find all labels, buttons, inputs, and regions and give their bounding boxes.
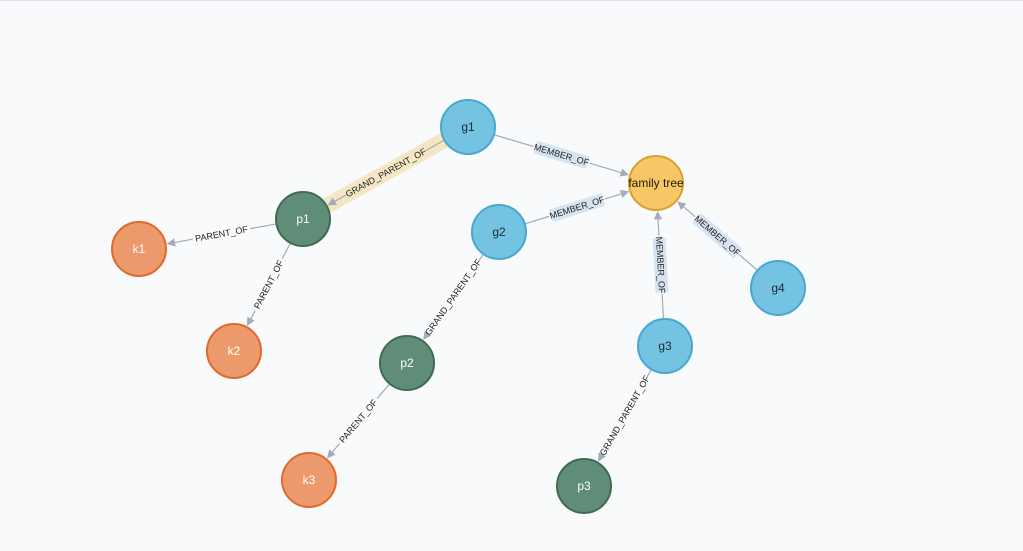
edge-line-end bbox=[677, 201, 696, 218]
edge-label-group: PARENT_OF bbox=[252, 258, 286, 310]
edge-p1-k2[interactable]: PARENT_OF bbox=[246, 243, 291, 327]
edge-label: PARENT_OF bbox=[337, 397, 379, 445]
node-p3[interactable]: p3 bbox=[556, 458, 612, 514]
edge-label-background bbox=[652, 237, 669, 293]
node-circle[interactable] bbox=[440, 99, 496, 155]
node-k1[interactable]: k1 bbox=[111, 221, 167, 277]
edge-label: GRAND_PARENT_OF bbox=[598, 373, 652, 457]
edge-g3-family[interactable]: MEMBER_OF bbox=[652, 211, 669, 319]
edge-label-group: PARENT_OF bbox=[337, 397, 379, 445]
edge-label-group: GRAND_PARENT_OF bbox=[423, 257, 484, 338]
edge-label-background bbox=[533, 141, 590, 169]
edge-label-group: MEMBER_OF bbox=[548, 193, 606, 222]
edge-label: PARENT_OF bbox=[194, 224, 249, 244]
node-circle[interactable] bbox=[637, 318, 693, 374]
edge-label: MEMBER_OF bbox=[693, 213, 743, 258]
edge-line-start bbox=[281, 243, 291, 259]
edge-p1-k1[interactable]: PARENT_OF bbox=[166, 223, 276, 247]
edge-line-end bbox=[423, 330, 432, 340]
node-family[interactable]: family tree bbox=[628, 155, 684, 211]
node-g3[interactable]: g3 bbox=[637, 318, 693, 374]
edge-line-start bbox=[661, 294, 665, 319]
node-circle[interactable] bbox=[556, 458, 612, 514]
edge-line-start bbox=[376, 384, 390, 400]
node-p2[interactable]: p2 bbox=[379, 335, 435, 391]
node-layer: g1 g2 g3 g4 family tree p1 p2 p3 k1 k2 k3 bbox=[111, 99, 806, 514]
edge-line-end bbox=[327, 194, 347, 206]
edge-label: PARENT_OF bbox=[252, 258, 286, 310]
edge-line-end bbox=[653, 211, 663, 236]
edge-label-group: GRAND_PARENT_OF bbox=[344, 146, 429, 199]
node-circle[interactable] bbox=[206, 323, 262, 379]
edge-g3-p3[interactable]: GRAND_PARENT_OF bbox=[598, 369, 652, 462]
edge-line-end bbox=[166, 238, 193, 247]
node-circle[interactable] bbox=[275, 191, 331, 247]
edge-line-start bbox=[525, 215, 550, 225]
node-g4[interactable]: g4 bbox=[750, 260, 806, 316]
edge-line-start bbox=[494, 134, 534, 148]
edge-g1-family[interactable]: MEMBER_OF bbox=[494, 134, 630, 177]
node-k3[interactable]: k3 bbox=[281, 452, 337, 508]
edge-label-group: GRAND_PARENT_OF bbox=[598, 373, 652, 457]
node-k2[interactable]: k2 bbox=[206, 323, 262, 379]
selected-edge-halo bbox=[320, 132, 452, 213]
edge-line-end bbox=[327, 443, 340, 459]
edge-label-background bbox=[549, 193, 605, 222]
edge-g2-p2[interactable]: GRAND_PARENT_OF bbox=[423, 254, 484, 340]
edge-label-group: MEMBER_OF bbox=[692, 213, 743, 259]
node-circle[interactable] bbox=[471, 204, 527, 260]
selection-halo-layer bbox=[320, 132, 452, 213]
edge-line-end bbox=[246, 310, 256, 327]
edge-line-start bbox=[478, 254, 484, 261]
edge-line-start bbox=[739, 254, 758, 271]
edge-line-start bbox=[425, 140, 444, 152]
edge-line-end bbox=[598, 452, 606, 462]
edge-label: MEMBER_OF bbox=[654, 236, 667, 294]
edge-line-start bbox=[250, 223, 276, 230]
edge-g2-family[interactable]: MEMBER_OF bbox=[525, 189, 630, 225]
edge-label-group: MEMBER_OF bbox=[533, 141, 591, 169]
edge-line-end bbox=[604, 189, 630, 200]
node-g1[interactable]: g1 bbox=[440, 99, 496, 155]
edge-g4-family[interactable]: MEMBER_OF bbox=[677, 201, 758, 271]
node-circle[interactable] bbox=[750, 260, 806, 316]
edge-line-start bbox=[647, 369, 652, 377]
edge-g1-p1[interactable]: GRAND_PARENT_OF bbox=[327, 140, 444, 206]
edge-label-background bbox=[692, 213, 742, 259]
edge-label-group: MEMBER_OF bbox=[652, 236, 669, 294]
edge-label: GRAND_PARENT_OF bbox=[344, 146, 429, 199]
node-circle[interactable] bbox=[111, 221, 167, 277]
node-circle[interactable] bbox=[628, 155, 684, 211]
edge-label-group: PARENT_OF bbox=[194, 224, 249, 244]
node-circle[interactable] bbox=[379, 335, 435, 391]
edge-label: GRAND_PARENT_OF bbox=[423, 257, 484, 338]
edge-p2-k3[interactable]: PARENT_OF bbox=[327, 384, 390, 459]
edge-line-end bbox=[589, 162, 630, 177]
node-p1[interactable]: p1 bbox=[275, 191, 331, 247]
node-circle[interactable] bbox=[281, 452, 337, 508]
node-g2[interactable]: g2 bbox=[471, 204, 527, 260]
